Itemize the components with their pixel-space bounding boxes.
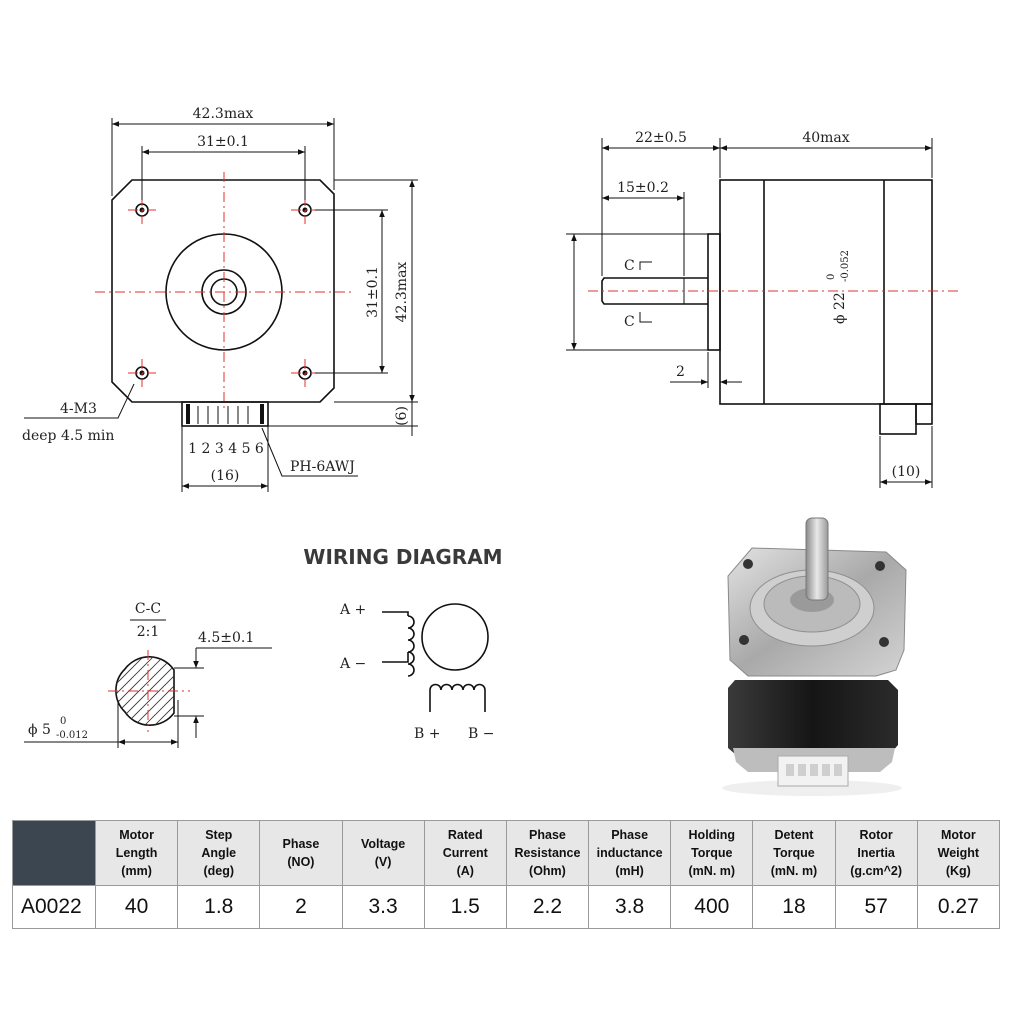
pin-numbers: 1 2 3 4 5 6	[188, 441, 264, 457]
section-diameter-lower-tol: -0.012	[56, 730, 88, 741]
front-height-dim: 42.3max	[394, 262, 410, 323]
section-scale: 2:1	[137, 624, 160, 640]
section-flat-dim: 4.5±0.1	[198, 630, 254, 646]
section-diameter-dim: ϕ 5	[28, 722, 51, 738]
thread-label: 4-M3	[60, 401, 97, 417]
header-phase: Phase(NO)	[259, 820, 343, 886]
wire-a-minus: A −	[339, 656, 366, 672]
section-diameter-upper-tol: 0	[60, 716, 66, 727]
front-connector-offset-dim: (6)	[394, 406, 410, 426]
flat-length-dim: 15±0.2	[617, 180, 669, 196]
wiring-title: WIRING DIAGRAM	[303, 545, 502, 569]
front-hole-spacing-dim: 31±0.1	[197, 134, 249, 150]
corner-cell	[12, 820, 96, 886]
side-view: 22±0.5 40max 15±0.2 ϕ 22 0 -0.052 C C 2 …	[566, 130, 958, 488]
value-rotor-inertia: 57	[834, 885, 918, 929]
front-view: 42.3max 31±0.1 31±0.1 42.3max (6) 4-M3 d…	[22, 106, 418, 492]
connector-width-dim: (16)	[211, 468, 240, 484]
value-motor-length: 40	[94, 885, 179, 929]
model-cell: A0022	[12, 885, 96, 929]
section-title: C-C	[135, 601, 161, 617]
value-holding-torque: 400	[670, 885, 754, 929]
front-hole-spacing-v-dim: 31±0.1	[365, 266, 381, 318]
connector-length-dim: (10)	[892, 464, 921, 480]
value-rated-current: 1.5	[423, 885, 507, 929]
body-length-dim: 40max	[802, 130, 849, 146]
boss-height-dim: 2	[676, 364, 685, 380]
value-voltage: 3.3	[341, 885, 425, 929]
value-step-angle: 1.8	[177, 885, 261, 929]
shaft-length-dim: 22±0.5	[635, 130, 687, 146]
thread-depth-label: deep 4.5 min	[22, 428, 114, 444]
wire-a-plus: A +	[339, 602, 366, 618]
value-phase-inductance: 3.8	[588, 885, 672, 929]
value-phase-resistance: 2.2	[505, 885, 590, 929]
front-width-dim: 42.3max	[193, 106, 254, 122]
section-view: C-C 2:1 4.5±0.1 ϕ 5 0 -0.012	[24, 601, 272, 748]
technical-drawing: 42.3max 31±0.1 31±0.1 42.3max (6) 4-M3 d…	[22, 106, 958, 796]
boss-diameter-dim: ϕ 22	[832, 292, 848, 324]
wire-b-plus: B +	[414, 726, 440, 742]
connector-label: PH-6AWJ	[290, 459, 355, 475]
boss-diameter-lower-tol: -0.052	[840, 250, 851, 282]
section-mark-top: C	[624, 258, 635, 274]
wire-b-minus: B −	[468, 726, 494, 742]
value-phase: 2	[259, 885, 343, 929]
section-mark-bottom: C	[624, 314, 635, 330]
boss-diameter-upper-tol: 0	[826, 274, 837, 280]
motor-photo	[722, 517, 907, 796]
value-motor-weight: 0.27	[916, 885, 1001, 929]
table-row: A0022 40 1.8 2 3.3 1.5 2.2 3.8 400 18 57…	[12, 885, 1001, 929]
header-voltage: Voltage(V)	[341, 820, 425, 886]
wiring-diagram: WIRING DIAGRAM A + A − B + B −	[303, 545, 502, 742]
value-detent-torque: 18	[752, 885, 836, 929]
